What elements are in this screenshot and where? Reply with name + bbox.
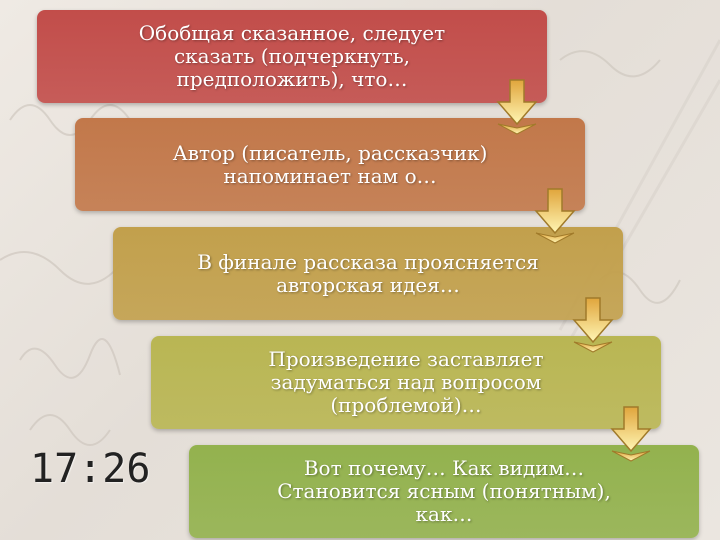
step-1-text: Обобщая сказанное, следует сказать (подч… (138, 21, 446, 91)
step-box-4: Произведение заставляет задуматься над в… (151, 336, 661, 429)
step-5-text: Вот почему… Как видим… Становится ясным … (277, 456, 611, 526)
down-arrow-icon (611, 406, 651, 462)
down-arrow-icon (497, 79, 537, 135)
step-box-2: Автор (писатель, рассказчик) напоминает … (75, 118, 585, 211)
down-arrow-icon (535, 188, 575, 244)
clock-time: 17:26 (30, 446, 151, 492)
step-box-1: Обобщая сказанное, следует сказать (подч… (37, 10, 547, 103)
down-arrow-icon (573, 297, 613, 353)
step-box-3: В финале рассказа проясняется авторская … (113, 227, 623, 320)
step-2-text: Автор (писатель, рассказчик) напоминает … (172, 140, 488, 188)
step-box-5: Вот почему… Как видим… Становится ясным … (189, 445, 699, 538)
step-3-text: В финале рассказа проясняется авторская … (197, 249, 539, 297)
step-4-text: Произведение заставляет задуматься над в… (268, 347, 544, 417)
